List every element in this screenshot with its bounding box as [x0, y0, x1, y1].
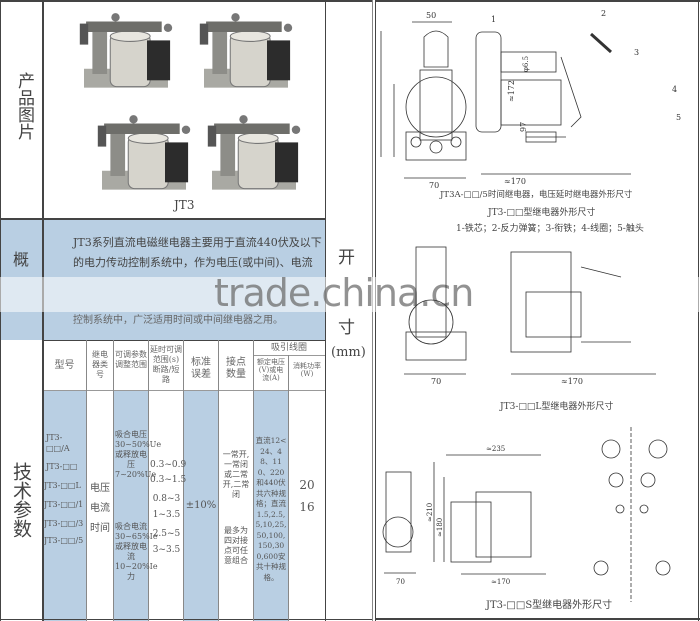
dim-char-1: 开 — [338, 248, 355, 268]
watermark: trade.china.cn — [214, 271, 474, 315]
dim-s-70: 70 — [396, 578, 405, 586]
header-adjust-range: 可调参数调整范围 — [115, 350, 147, 369]
relay-photo-4 — [207, 114, 301, 191]
delay-2: 0.3~1.5 — [150, 475, 187, 485]
part-number-3: 3 — [634, 48, 639, 57]
adjust-current: 吸合电流30~65%Ie或释放电流10~20%Ie力 — [115, 522, 158, 581]
relay-type-voltage: 电压 — [90, 483, 110, 494]
drawing-1-front-view — [404, 21, 467, 179]
grid-line — [148, 340, 149, 621]
delay-5: 2.5~5 — [152, 529, 181, 539]
dim-210: ≈210 — [426, 503, 434, 522]
relay-photos — [79, 12, 301, 191]
overview-line-1: JT3系列直流电磁继电器主要用于直流440伏及以下 — [73, 236, 322, 249]
photo-model-label: JT3 — [174, 198, 195, 212]
header-std-error: 标准误差 — [191, 357, 211, 380]
grid-line — [86, 340, 87, 621]
rated-values: 直流12<24、48、110、220和440伏共六种规格；直流1.5,2.5,5… — [255, 436, 287, 582]
caption-4: JT3-□□S型继电器外形尺寸 — [486, 600, 613, 611]
dim-180: ≈180 — [436, 518, 444, 537]
relay-photo-1 — [79, 12, 173, 89]
header-relay-type: 继电器类号 — [92, 350, 108, 379]
parts-legend: 1-铁芯；2-反力弹簧；3-衔铁；4-线圈；5-触头 — [456, 224, 644, 234]
part-number-1: 1 — [491, 15, 496, 24]
caption-3: JT3-□□L型继电器外形尺寸 — [500, 402, 614, 412]
power-1: 20 — [299, 478, 315, 492]
std-error-value: ±10% — [185, 500, 217, 511]
overview-line-2: 的电力传动控制系统中，作为电压(或中间)、电流 — [73, 256, 313, 269]
dim-235: ≈235 — [486, 445, 505, 453]
header-contacts: 接点数量 — [226, 357, 246, 380]
dimension-drawings: 50 70 1 2 3 4 5 ≈170 ≈172 97 φ6.5 70 ≈17… — [380, 9, 681, 602]
drawing-3-s-type — [382, 427, 671, 602]
relay-type-time: 时间 — [90, 523, 110, 534]
drawing-2-l-type — [404, 246, 656, 375]
dim-s-170: ≈170 — [491, 578, 510, 586]
grid-line — [0, 619, 372, 620]
adjust-voltage: 吸合电压30~50%Ue或释放电压7~20%Ue — [115, 430, 162, 479]
watermark-band — [0, 277, 700, 312]
dim-172: ≈172 — [507, 80, 516, 102]
model-1: JT3-□□/A — [46, 433, 70, 453]
photos-label: 产品图片 — [14, 72, 34, 140]
contacts-types: 一常开,一常闭或二常开,二常闭 — [222, 450, 250, 499]
model-6: JT3-□□/5 — [44, 536, 84, 545]
part-number-4: 4 — [672, 85, 677, 94]
model-4: JT3-□□/1 — [44, 500, 84, 509]
header-model: 型号 — [54, 360, 75, 371]
relay-photo-2 — [199, 12, 293, 89]
relay-type-current: 电流 — [90, 503, 110, 514]
delay-1: 0.3~0.9 — [150, 460, 187, 470]
dim-50: 50 — [426, 11, 436, 20]
grid-line — [113, 340, 114, 621]
model-2: JT3-□□ — [46, 462, 78, 471]
tech-label: 技术参数 — [10, 462, 32, 538]
part-number-2: 2 — [601, 9, 606, 18]
dim-97: 97 — [519, 122, 528, 132]
grid-line — [375, 618, 700, 620]
grid-line — [0, 0, 372, 2]
delay-4: 1~3.5 — [152, 510, 181, 520]
grid-line — [0, 218, 325, 220]
dim-unit: (mm) — [331, 345, 366, 360]
grid-line — [253, 340, 254, 621]
grid-line — [288, 355, 289, 621]
grid-line — [183, 340, 184, 621]
contacts-max: 最多为四对接点可任意组合 — [224, 526, 248, 565]
model-5: JT3-□□/3 — [44, 519, 84, 528]
relay-photo-3 — [97, 114, 191, 191]
delay-6: 3~3.5 — [152, 545, 181, 555]
grid-line — [218, 340, 219, 621]
rated-col-bg — [254, 390, 288, 621]
delay-3: 0.8~3 — [152, 494, 181, 504]
header-delay-range: 延时可调范围(s)断路/短路 — [150, 345, 182, 384]
overview-line-3: 控制系统中，广泛适用时间或中间继电器之用。 — [73, 315, 283, 326]
grid-line — [375, 0, 700, 2]
header-power: 消耗功率(W) — [293, 362, 321, 378]
error-col-bg — [184, 390, 218, 621]
power-2: 16 — [299, 500, 315, 514]
dim-phi65: φ6.5 — [522, 56, 530, 72]
dim-l-170: ≈170 — [561, 377, 583, 386]
dim-l-70: 70 — [431, 377, 441, 386]
model-3: JT3-□□L — [44, 481, 81, 490]
grid-line — [253, 355, 325, 356]
caption-2: JT3-□□型继电器外形尺寸 — [488, 208, 596, 218]
caption-1: JT3A-□□/5时间继电器，电压延时继电器外形尺寸 — [440, 190, 633, 200]
drawing-1-side-view — [380, 31, 631, 175]
overview-label: 概 — [13, 250, 30, 269]
header-coil: 吸引线圈 — [270, 343, 307, 353]
dim-char-2: 寸 — [338, 318, 355, 338]
adjust-col-bg — [114, 390, 148, 621]
model-col-bg — [43, 390, 86, 621]
header-rated: 额定电压(V)或电流(A) — [257, 358, 285, 382]
part-number-5: 5 — [676, 113, 681, 122]
dim-170: ≈170 — [504, 177, 526, 186]
dim-70: 70 — [429, 181, 439, 190]
